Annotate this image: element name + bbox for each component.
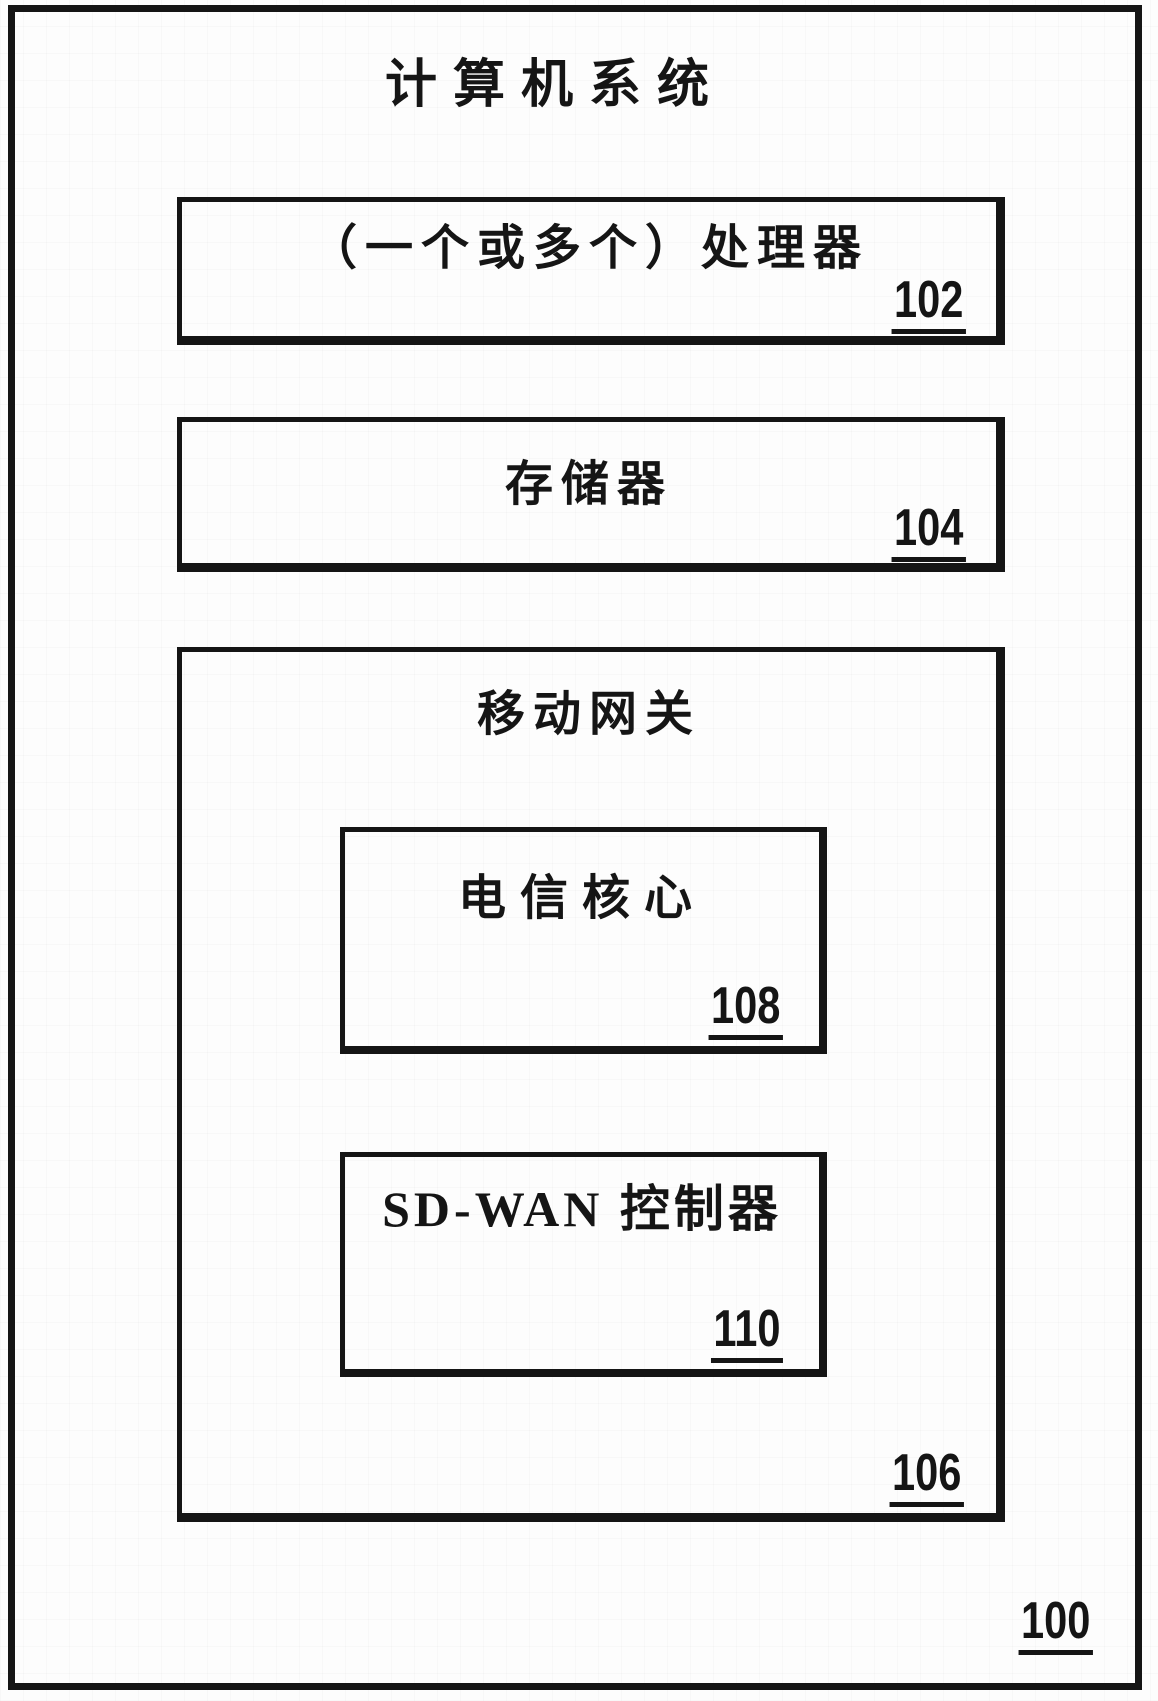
telecom-core-ref-number: 108 [708,980,783,1040]
memory-box: 存储器 104 [177,417,1005,572]
mobile-gateway-ref-number: 106 [889,1447,964,1507]
telecom-core-box: 电信核心 108 [340,827,827,1054]
computer-system-box: 计算机系统 （一个或多个）处理器 102 存储器 104 移动网关 电信核心 1… [8,5,1142,1690]
processor-label: （一个或多个）处理器 [308,222,869,275]
telecom-core-label: 电信核心 [457,872,706,925]
computer-system-ref-number: 100 [1018,1595,1093,1655]
sdwan-controller-ref-number: 110 [711,1303,783,1363]
memory-ref-number: 104 [891,502,966,562]
sdwan-controller-box: SD-WAN 控制器 110 [340,1152,827,1377]
processor-ref-number: 102 [891,274,966,334]
mobile-gateway-box: 移动网关 电信核心 108 SD-WAN 控制器 110 106 [177,647,1005,1522]
processor-box: （一个或多个）处理器 102 [177,197,1005,345]
memory-label: 存储器 [504,458,673,511]
sdwan-controller-label: SD-WAN 控制器 [382,1181,782,1237]
mobile-gateway-label: 移动网关 [476,688,701,741]
computer-system-title: 计算机系统 [384,57,725,114]
